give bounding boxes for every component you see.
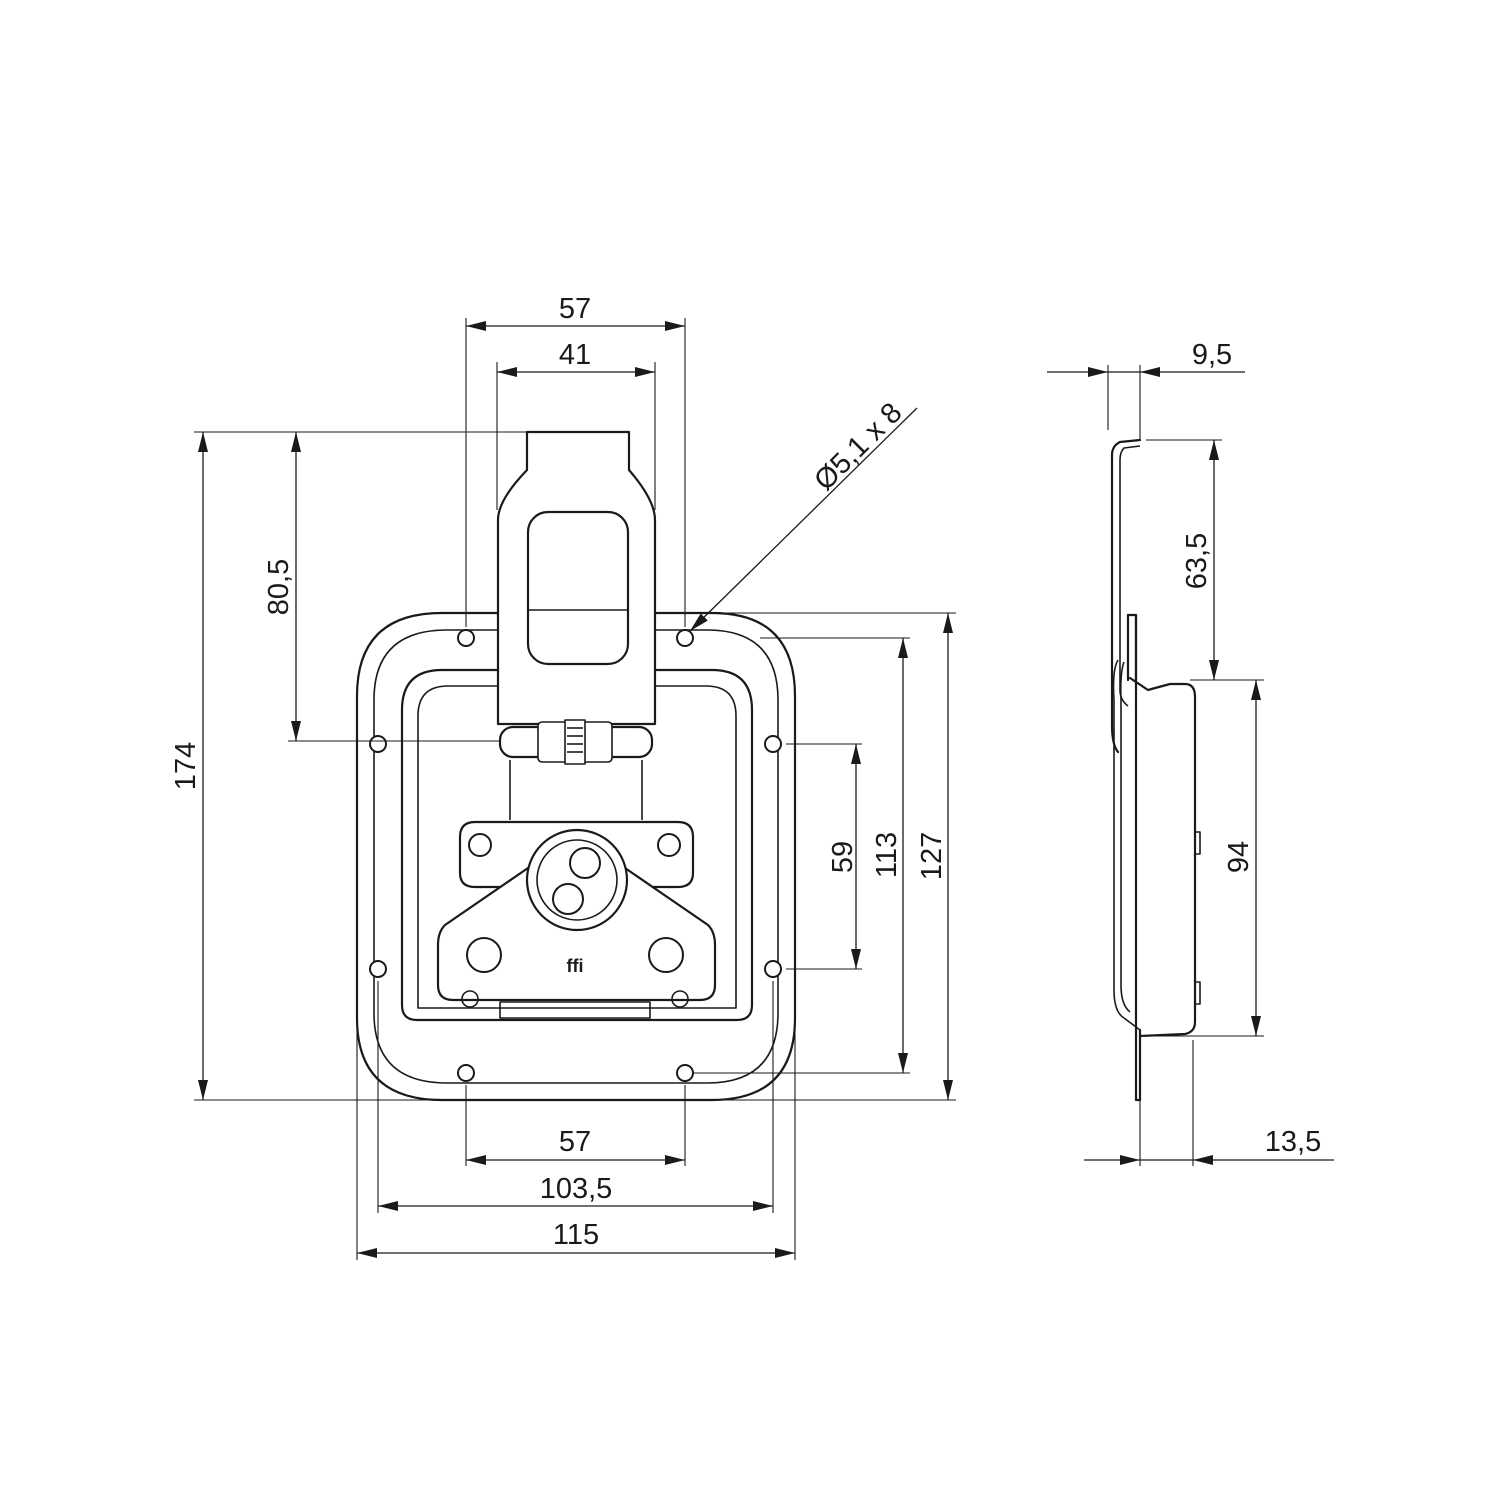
hinge-spring: [564, 719, 586, 765]
mount-hole: [457, 1064, 475, 1082]
mount-hole: [457, 629, 475, 647]
mount-hole: [676, 1064, 694, 1082]
side-body: [1128, 676, 1197, 1038]
dish-outer: [400, 668, 754, 1022]
dim-94: 94: [1223, 841, 1255, 873]
dim-115: 115: [553, 1219, 599, 1251]
leader-hole: [689, 407, 918, 632]
dim-80-5: 80,5: [263, 559, 295, 615]
dim-57-top: 57: [559, 293, 591, 325]
side-dimensions: 9,5 63,5 94 13,5: [1047, 339, 1334, 1166]
maker-logo: ffi: [567, 956, 584, 976]
dim-57-bottom: 57: [559, 1126, 591, 1158]
cam-rivet: [552, 883, 584, 915]
rotary-cam: [525, 828, 629, 932]
dim-13-5: 13,5: [1265, 1126, 1321, 1158]
front-view: ffi: [355, 430, 797, 1102]
side-flange: [1126, 613, 1142, 1102]
dim-9-5: 9,5: [1192, 339, 1232, 371]
dish-inner: [417, 685, 737, 1009]
cam-wing: [436, 866, 717, 1002]
side-view: [1110, 438, 1201, 1102]
cam-hole: [657, 833, 681, 857]
dim-hole-diameter: Ø5,1 x 8: [808, 397, 908, 497]
keeper-tab: [499, 1001, 651, 1019]
flange-inner-edge: [373, 629, 779, 1084]
mount-hole: [676, 629, 694, 647]
cam-hole: [648, 937, 684, 973]
cam-rivet: [569, 847, 601, 879]
mount-hole: [369, 735, 387, 753]
mount-hole: [369, 960, 387, 978]
dim-59: 59: [827, 841, 859, 873]
cam-hole: [466, 937, 502, 973]
handle-slot: [526, 510, 630, 666]
dim-113: 113: [871, 832, 903, 878]
bail-handle: [496, 430, 657, 726]
mount-hole: [764, 960, 782, 978]
dim-174: 174: [170, 742, 202, 790]
dim-103-5: 103,5: [540, 1173, 613, 1205]
dim-41: 41: [559, 339, 591, 371]
mount-hole: [764, 735, 782, 753]
dim-127: 127: [916, 832, 948, 880]
cam-hole: [468, 833, 492, 857]
dim-63-5: 63,5: [1181, 533, 1213, 589]
